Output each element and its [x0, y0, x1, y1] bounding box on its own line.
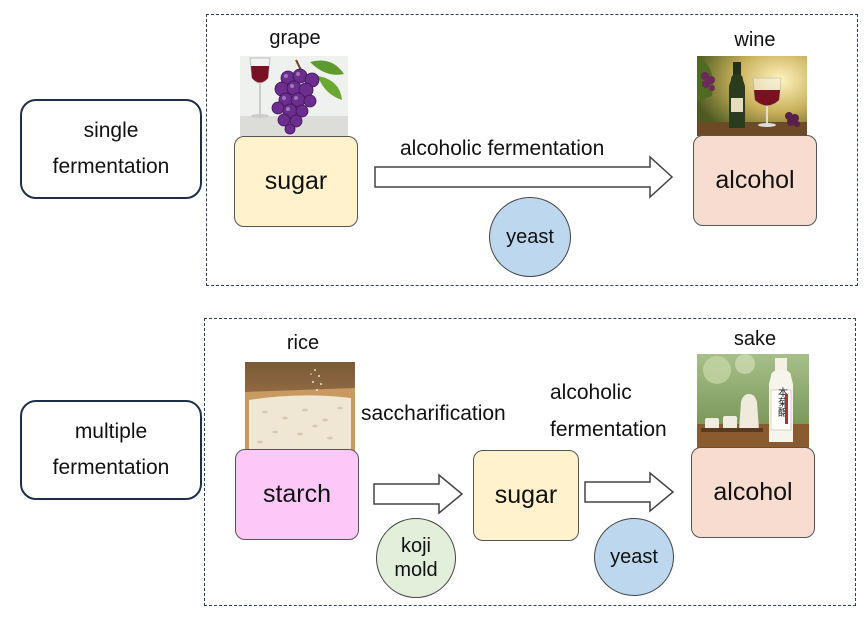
arrow-single [374, 155, 674, 199]
yeast-label-single: yeast [506, 226, 554, 248]
multiple-fermentation-panel [204, 318, 856, 606]
sugar-box-single: sugar [234, 136, 358, 227]
multiple-fermentation-label: multiple fermentation [20, 400, 202, 500]
rice-caption: rice [286, 332, 320, 354]
koji-mold-circle: koji mold [376, 518, 456, 598]
sake-bottle-label-text: 本菊醸 [776, 386, 788, 418]
single-fermentation-panel [206, 14, 858, 286]
yeast-label-multiple: yeast [610, 546, 658, 568]
alcoholic-label-multiple: alcoholic [550, 381, 632, 404]
koji-line2: mold [394, 559, 438, 581]
alcohol-box-single: alcohol [693, 135, 817, 226]
single-label-line1: single [83, 119, 139, 142]
wine-caption: wine [734, 29, 776, 51]
yeast-circle-single: yeast [489, 197, 571, 277]
alcohol-box-multiple: alcohol [691, 447, 815, 538]
sugar-box-multiple: sugar [473, 450, 579, 541]
single-label-line2: fermentation [52, 155, 170, 178]
starch-box: starch [235, 449, 359, 540]
sake-caption: sake [733, 328, 777, 350]
arrow-saccharification [373, 473, 464, 515]
multiple-label-line2: fermentation [52, 456, 170, 479]
yeast-circle-multiple: yeast [594, 518, 674, 596]
wine-image [697, 56, 807, 136]
rice-image [245, 362, 355, 452]
alcoholic-fermentation-label-single: alcoholic fermentation [400, 137, 605, 160]
arrow-alcoholic-fermentation [584, 471, 675, 513]
single-fermentation-label: single fermentation [20, 99, 202, 199]
koji-line1: koji [400, 535, 431, 557]
saccharification-label: saccharification [361, 402, 506, 425]
fermentation-label-multiple: fermentation [550, 418, 667, 441]
multiple-label-line1: multiple [74, 420, 148, 443]
grape-caption: grape [269, 27, 321, 49]
sake-image: 本菊醸 [697, 354, 809, 448]
grape-image [240, 56, 348, 136]
